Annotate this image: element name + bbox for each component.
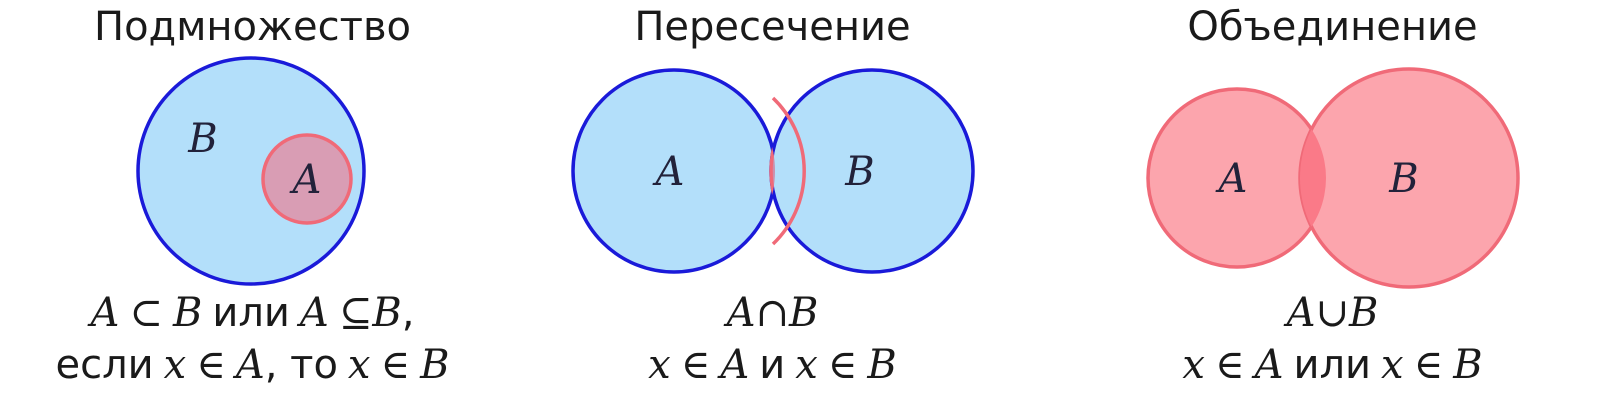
union-panel: Объединение A B A∪B x ∈ A или x ∈ B (1080, 0, 1585, 400)
union-definition: x ∈ A или x ∈ B (1182, 342, 1483, 388)
inner-set-label: A (289, 157, 322, 203)
intersection-venn-diagram: A B (571, 68, 975, 274)
inner-set-circle (261, 133, 353, 225)
intersection-panel: Пересечение A B A∩B x ∈ A и x ∈ B (520, 0, 1025, 400)
set-b-label: B (1388, 156, 1418, 202)
subset-definition: если x ∈ A, то x ∈ B (55, 342, 450, 388)
subset-panel: Подмножество B A A ⊂ B или A ⊆B, если x … (0, 0, 505, 400)
set-a-label: A (1215, 156, 1248, 202)
set-b-label: B (844, 149, 874, 195)
intersection-notation: A∩B (726, 290, 819, 336)
set-a-label: A (652, 149, 685, 195)
union-title: Объединение (1187, 4, 1478, 50)
intersection-title: Пересечение (634, 4, 911, 50)
outer-set-circle (136, 56, 366, 286)
intersection-region (769, 70, 775, 272)
intersection-left-arc (771, 96, 806, 246)
subset-notation: A ⊂ B или A ⊆B, (90, 290, 415, 336)
outer-set-label: B (187, 116, 217, 162)
intersection-definition: x ∈ A и x ∈ B (648, 342, 897, 388)
union-notation: A∪B (1286, 290, 1379, 336)
subset-title: Подмножество (94, 4, 411, 50)
union-venn-diagram: A B (1146, 67, 1520, 289)
subset-venn-diagram: B A (136, 56, 366, 286)
